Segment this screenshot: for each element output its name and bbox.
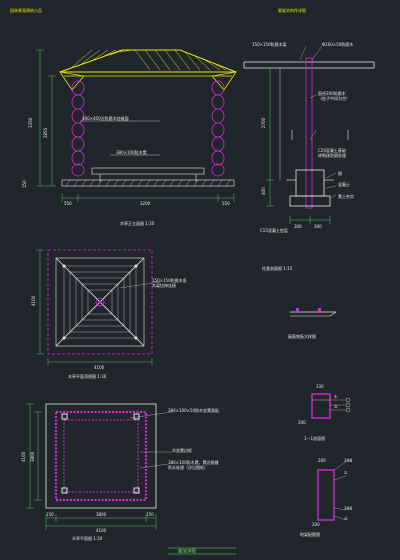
svg-text:4100: 4100	[96, 528, 107, 533]
svg-text:砖砌体防腐处理: 砖砌体防腐处理	[318, 152, 346, 158]
svg-text:300: 300	[314, 224, 322, 229]
svg-text:②: ②	[344, 516, 348, 521]
svg-text:300: 300	[294, 224, 302, 229]
base-slab	[61, 179, 235, 187]
elevation-caption: 木亭正立面图 1:30	[120, 220, 155, 226]
svg-text:3Φ8: 3Φ8	[344, 506, 353, 511]
svg-text:（柱子中间为空）: （柱子中间为空）	[318, 95, 350, 101]
section11-caption: 1—1剖面图	[304, 435, 325, 441]
column-section: 150×150防腐木梁 Φ200×50防腐木 直径200防腐木 （柱子中间为空）…	[243, 41, 375, 271]
svg-text:C20混凝土基础: C20混凝土基础	[318, 147, 346, 153]
beam-section: 200 3Φ8 ① 3Φ8 ② 200 地梁配筋图	[300, 458, 353, 537]
svg-text:3800: 3800	[96, 512, 107, 517]
roof-apex	[95, 297, 105, 307]
svg-text:①: ①	[334, 394, 338, 399]
svg-text:②: ②	[334, 404, 338, 409]
svg-text:3Φ8: 3Φ8	[344, 458, 353, 463]
svg-text:550: 550	[64, 201, 72, 206]
detail-plate: 屋面铁板大样图	[288, 308, 337, 339]
svg-text:200: 200	[298, 420, 306, 425]
svg-text:3350: 3350	[28, 117, 33, 128]
svg-text:Φ200×50防腐木: Φ200×50防腐木	[322, 41, 353, 47]
svg-text:木梁拉伸连接: 木梁拉伸连接	[152, 282, 176, 288]
svg-text:防水处理（详见图纸）: 防水处理（详见图纸）	[168, 464, 208, 470]
column-post	[305, 57, 313, 209]
svg-text:钢: 钢	[338, 170, 342, 176]
svg-text:木坐凳边框: 木坐凳边框	[172, 447, 192, 453]
svg-text:330: 330	[316, 384, 324, 389]
roof-outline	[59, 49, 237, 73]
section-1-1: ① ② 330 200 1—1剖面图	[298, 384, 351, 441]
roof-plan: 150×150防腐木条 木梁拉伸连接 4100 4100 木亭平面顶视图 1:3…	[31, 249, 187, 379]
svg-text:200: 200	[318, 458, 326, 463]
roofplan-caption: 木亭平面顶视图 1:30	[68, 373, 107, 379]
right-column	[211, 80, 225, 177]
section-caption: 柱基剖面图 1:15	[262, 265, 293, 271]
footing	[295, 169, 325, 197]
floor-plan: 380×100×50防木坐凳面板 木坐凳边框 380×100防木凳，凳边接缝 防…	[21, 403, 219, 541]
svg-text:150×150防腐木条: 150×150防腐木条	[152, 277, 187, 283]
svg-text:550: 550	[222, 201, 230, 206]
svg-text:2855: 2855	[43, 127, 48, 138]
svg-text:150: 150	[146, 512, 154, 517]
svg-text:380×100防木凳，凳边接缝: 380×100防木凳，凳边接缝	[168, 459, 219, 465]
roof-rafters	[69, 49, 227, 71]
svg-text:3200: 3200	[140, 201, 151, 206]
bench-ring	[54, 410, 148, 502]
svg-text:380×100×50防木坐凳面板: 380×100×50防木坐凳面板	[168, 407, 219, 413]
detail-caption: 屋面铁板大样图	[288, 333, 316, 339]
svg-text:3800: 3800	[30, 451, 35, 462]
svg-text:直径200防腐木: 直径200防腐木	[318, 90, 346, 96]
svg-text:①: ①	[344, 470, 348, 475]
svg-text:4100: 4100	[94, 365, 105, 370]
svg-text:200: 200	[312, 522, 320, 527]
bench-note: 380×100防木凳	[116, 149, 147, 155]
project-title: 园林景观建筑小品	[10, 7, 42, 13]
sheet-title: 廊架木构件详图	[278, 7, 306, 13]
sheet-footer: 廊架详图	[178, 548, 196, 555]
svg-text:4100: 4100	[31, 295, 36, 306]
svg-text:2700: 2700	[261, 117, 266, 128]
floorplan-caption: 木亭平面图 1:30	[72, 535, 103, 541]
bench	[91, 167, 205, 175]
svg-text:C15混凝土垫层: C15混凝土垫层	[260, 227, 288, 233]
svg-text:素土夯实: 素土夯实	[338, 193, 354, 199]
svg-text:400: 400	[261, 187, 266, 195]
left-column	[71, 80, 85, 177]
beam-note: 400×400方防腐木挂椽面	[82, 115, 129, 121]
roof-slats	[63, 265, 137, 339]
svg-text:4100: 4100	[21, 451, 26, 462]
beamsec-caption: 地梁配筋图	[300, 531, 320, 537]
svg-text:150: 150	[22, 180, 27, 188]
svg-text:150×150防腐木梁: 150×150防腐木梁	[252, 41, 287, 47]
svg-text:150: 150	[46, 512, 54, 517]
svg-text:混凝土: 混凝土	[338, 181, 350, 187]
pavilion-elevation: 400×400方防腐木挂椽面 380×100防木凳 3350 2855 150 …	[22, 49, 237, 226]
